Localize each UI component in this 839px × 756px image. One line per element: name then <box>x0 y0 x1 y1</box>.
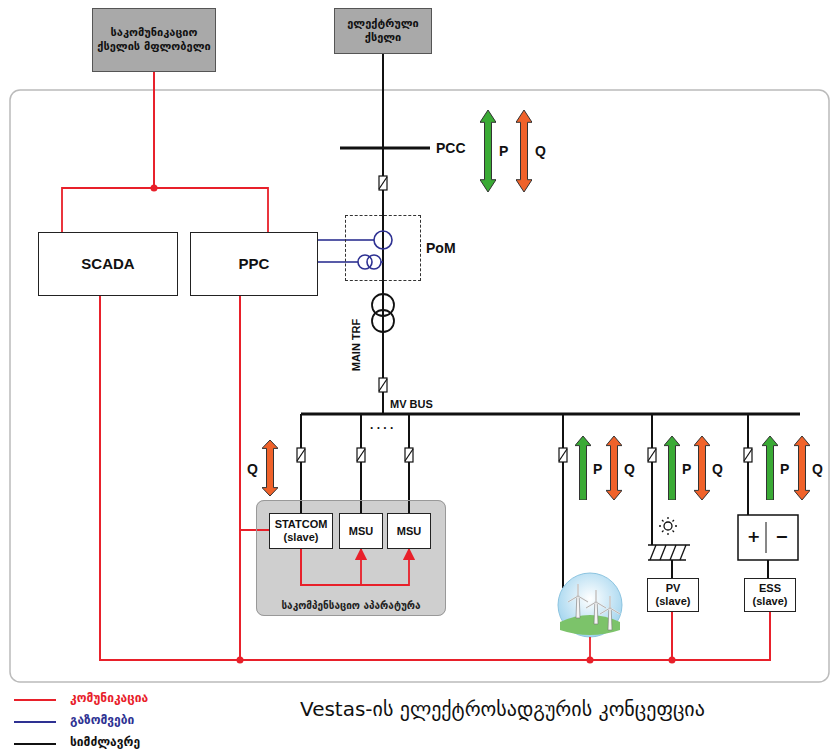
pv-box: PV (slave) <box>647 578 699 612</box>
power-symbol: Q <box>624 461 635 477</box>
node-text: PV (slave) <box>650 582 696 607</box>
network-owner-box: საკომუნიკაციო ქსელის მფლობელი <box>92 8 216 72</box>
terminal-sign: − <box>775 527 788 546</box>
caption: Vestas-ის ელექტროსადგურის კონცეფცია <box>300 697 705 721</box>
communication-line <box>301 549 409 585</box>
ppc-box: PPC <box>190 232 318 296</box>
breakers <box>297 176 752 462</box>
node-text: STATCOM (slave) <box>272 518 330 543</box>
measurement-line <box>318 261 345 263</box>
communication-line <box>100 296 672 660</box>
communication-line <box>240 296 269 530</box>
plant-frame <box>10 90 829 682</box>
pcc-bar <box>340 147 430 150</box>
power-symbol: Q <box>712 461 723 477</box>
power-symbol: P <box>780 461 789 477</box>
power-symbol: P <box>593 461 602 477</box>
power-symbol: P <box>499 143 508 159</box>
main-transformer <box>372 294 394 332</box>
power-symbol: Q <box>247 461 258 477</box>
node-text: SCADA <box>81 255 134 273</box>
communication-line <box>62 72 154 232</box>
msu-box: MSU <box>339 513 383 549</box>
power-symbol: Q <box>535 143 546 159</box>
bus-label: PCC <box>436 140 466 156</box>
battery-plate <box>766 522 767 553</box>
node-text: ელექტრული ქსელი <box>338 17 428 45</box>
msu-box: MSU <box>387 513 431 549</box>
statcom-box: STATCOM (slave) <box>269 513 333 549</box>
node-text: საკომპენსაციო აპარატურა <box>257 600 445 611</box>
node-text: PoM <box>426 240 456 256</box>
compensation-ground <box>256 500 446 616</box>
grid-box: ელექტრული ქსელი <box>334 8 432 54</box>
pom-box: PoM <box>345 215 421 281</box>
node-text: ESS (slave) <box>747 582 793 607</box>
wind-turbines <box>558 573 622 637</box>
communication-line <box>100 296 770 660</box>
power-line <box>382 54 384 215</box>
node-text: საკომუნიკაციო ქსელის მფლობელი <box>96 26 212 54</box>
measurement-line <box>318 239 345 241</box>
bus-label: MV BUS <box>390 398 433 410</box>
power-symbol: P <box>682 461 691 477</box>
compensation-group: საკომპენსაციო აპარატურა STATCOM (slave) MS… <box>256 500 446 616</box>
battery-housing <box>738 515 798 560</box>
communication-line <box>240 296 672 660</box>
legend-swatch <box>14 699 56 701</box>
legend-swatch <box>14 743 56 745</box>
node-text: MSU <box>349 525 373 538</box>
node-text: MSU <box>397 525 421 538</box>
pv-symbol <box>648 517 690 560</box>
power-symbol: Q <box>812 461 823 477</box>
legend-swatch <box>14 721 56 723</box>
legend-text: გაზომვები <box>70 713 134 727</box>
legend-text: სიმძლავრე <box>70 735 140 749</box>
measurement-transformers <box>345 231 392 269</box>
power-wiring <box>301 215 800 588</box>
communication-line <box>301 549 361 585</box>
node-text: PPC <box>239 255 270 273</box>
transformer-label: MAIN TRF <box>350 319 362 372</box>
flow-arrows <box>262 110 810 500</box>
communication-line <box>240 296 770 660</box>
ess-box: ESS (slave) <box>744 578 796 612</box>
communication-line <box>154 72 268 232</box>
junction-dots <box>151 185 676 664</box>
ellipsis: . . . . <box>370 418 393 432</box>
terminal-sign: + <box>747 527 760 546</box>
legend-text: კომუნიკაცია <box>70 691 148 705</box>
scada-box: SCADA <box>38 232 178 296</box>
